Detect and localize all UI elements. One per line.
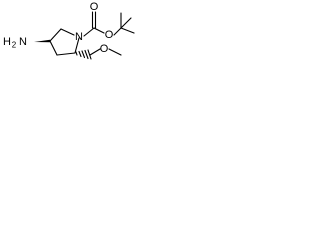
amine-h-label: H [3, 36, 11, 48]
bond-ester-o-tbu-c [113, 27, 122, 36]
bond-tbu-methyl-3 [120, 17, 132, 29]
bond-tbu-methyl-2 [120, 27, 135, 34]
pyrrolidine-ring [49, 28, 80, 56]
ether-o-label: O [100, 43, 109, 55]
ring-bond-c4-c5 [49, 28, 62, 42]
bond-ch2-ether-o [89, 48, 101, 56]
ring-bond-n-c2 [74, 37, 80, 54]
hashed-wedge-methoxymethyl [75, 49, 92, 60]
amine-n-label: N [19, 36, 27, 48]
bond-n-carbonyl-c [83, 27, 95, 37]
amine-subscript-label: 2 [12, 41, 17, 50]
ring-bond-c2-c3 [56, 52, 76, 56]
ester-o-label: O [105, 29, 114, 41]
hash-3 [81, 50, 86, 59]
boc-group [83, 11, 135, 37]
molecule-structure: N H 2 N O O O [3, 1, 135, 60]
hash-4 [84, 49, 89, 60]
hash-2 [78, 50, 82, 58]
bond-carbonyl-c-ester-o [93, 27, 105, 34]
hash-1 [75, 51, 78, 56]
wedge-bond-amine [34, 39, 50, 43]
ring-n-label: N [75, 31, 83, 43]
ring-bond-c3-c4 [49, 40, 58, 56]
hash-5 [87, 49, 92, 60]
carbonyl-o-label: O [90, 1, 99, 13]
bond-ether-o-methyl [108, 48, 122, 56]
ring-bond-c5-n [60, 28, 75, 36]
